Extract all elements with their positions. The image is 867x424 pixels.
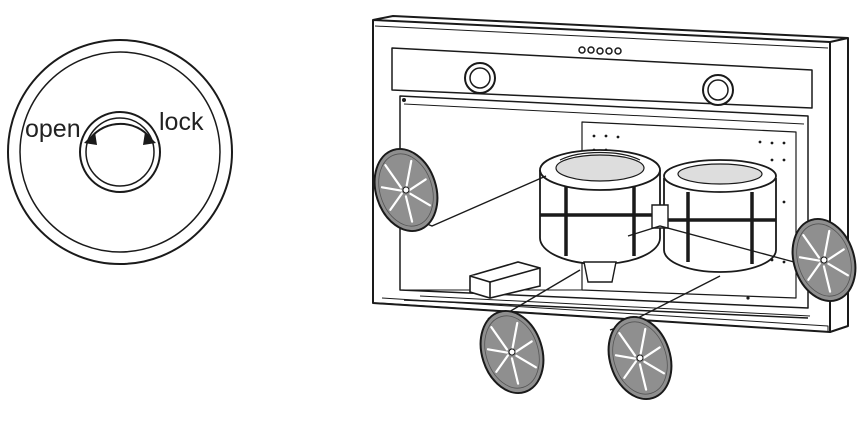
light-icon bbox=[464, 62, 734, 106]
open-label: open bbox=[25, 115, 81, 143]
grease-filter-icon bbox=[597, 307, 683, 409]
rotation-dial-icon: open lock bbox=[7, 39, 233, 265]
junction-box bbox=[469, 261, 541, 299]
grease-filter-icon bbox=[469, 301, 555, 403]
lock-label: lock bbox=[159, 108, 204, 136]
blower-motor-icon bbox=[539, 149, 777, 283]
rotation-arrow-icon bbox=[84, 122, 156, 145]
control-buttons bbox=[578, 46, 622, 55]
